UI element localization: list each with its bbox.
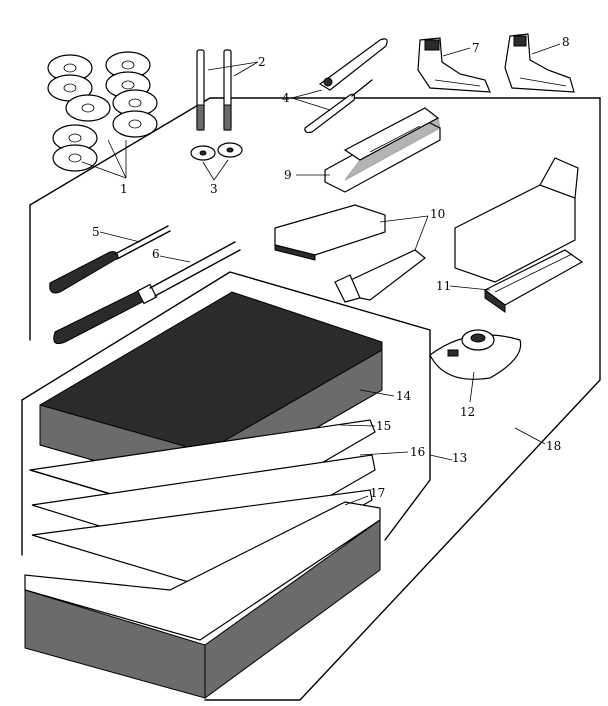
callout-8: 8 xyxy=(562,35,570,49)
leader-4 xyxy=(291,89,323,99)
case-base xyxy=(24,501,381,699)
seam-rippers xyxy=(304,38,388,134)
small-screwdriver xyxy=(49,225,171,294)
callout-7: 7 xyxy=(472,41,480,55)
tray-16 xyxy=(31,454,376,591)
callout-5: 5 xyxy=(92,225,100,239)
leader-5 xyxy=(99,231,141,243)
callout-3: 3 xyxy=(210,182,218,196)
callout-2: 2 xyxy=(258,55,266,69)
leader-12 xyxy=(469,371,475,403)
leader-1 xyxy=(81,139,127,179)
outer-boundary xyxy=(29,97,601,701)
buttonhole-attachment xyxy=(454,157,584,313)
leader-14 xyxy=(359,389,395,397)
callout-15: 15 xyxy=(376,419,391,433)
bobbin xyxy=(65,94,111,122)
callout-1: 1 xyxy=(120,182,128,196)
bobbin xyxy=(52,124,98,172)
leader-10 xyxy=(379,215,429,223)
callout-17: 17 xyxy=(370,486,385,500)
leader-15 xyxy=(339,424,376,427)
needle-threader xyxy=(274,204,426,303)
presser-foot-7 xyxy=(417,37,491,93)
callout-6: 6 xyxy=(152,247,160,261)
leader-11 xyxy=(449,285,491,291)
bobbin xyxy=(112,89,158,138)
leader-6 xyxy=(159,255,191,263)
callout-12: 12 xyxy=(460,405,475,419)
leader-13 xyxy=(429,454,453,461)
spool-pins xyxy=(196,49,232,131)
callout-11: 11 xyxy=(436,279,451,293)
callout-10: 10 xyxy=(430,207,445,221)
callout-18: 18 xyxy=(546,439,561,453)
leader-18 xyxy=(514,427,546,445)
darning-plate xyxy=(429,329,522,380)
callout-9: 9 xyxy=(284,168,292,182)
callout-14: 14 xyxy=(396,389,412,403)
leader-7 xyxy=(442,47,471,57)
leader-8 xyxy=(531,43,561,55)
leader-16 xyxy=(359,451,409,456)
case-boundary xyxy=(21,271,431,556)
presser-foot-8 xyxy=(504,33,575,93)
large-screwdriver xyxy=(53,241,241,345)
callout-4: 4 xyxy=(282,91,290,105)
bobbins xyxy=(47,51,158,172)
leader-3 xyxy=(202,161,215,181)
spool-felts xyxy=(190,142,243,161)
needle-packet xyxy=(324,107,441,193)
callout-16: 16 xyxy=(410,445,425,459)
leader-2 xyxy=(207,61,259,71)
leader-17 xyxy=(344,495,369,506)
callout-13: 13 xyxy=(452,451,467,465)
bobbin xyxy=(47,54,93,102)
